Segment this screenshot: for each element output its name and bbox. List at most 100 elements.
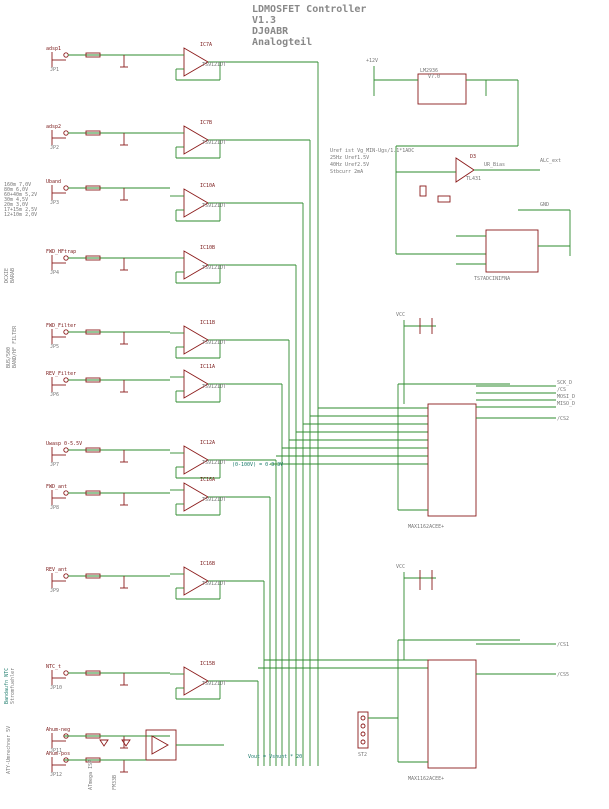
- connector-label: JP8: [50, 505, 59, 511]
- adc-lower: MAX1162ACEE+ /CS1 /CS5 VCC: [396, 564, 569, 782]
- connector-pin: [63, 255, 69, 261]
- opamp-part: TS912IDT: [202, 140, 226, 146]
- connector-pin: [63, 573, 69, 579]
- title-line-2: V1.3: [252, 15, 276, 26]
- opamp-label: IC16B: [200, 561, 215, 567]
- opamp-part: TS912IDT: [202, 62, 226, 68]
- opamp-label: IC7A: [200, 42, 212, 48]
- title-line-1: LDMOSFET Controller: [252, 4, 366, 15]
- voltage-note-3: 40Hz Uref2.5V: [330, 162, 369, 168]
- voltage-note-1: Uref ist Vg_MIN-Ugs/1.1*1ADC: [330, 148, 414, 154]
- connector-label: JP2: [50, 145, 59, 151]
- band-table-row: 12+10m 2,0V: [4, 212, 37, 218]
- adc-lower-part: MAX1162ACEE+: [408, 776, 444, 782]
- band-table: 160m 7,0V 80m 6,0V 60+40m 5,2V 30m 4,5V …: [4, 182, 37, 218]
- input-label: Ahum-neg: [46, 727, 70, 733]
- side-note-7: ATY-Umrechner 5V: [6, 726, 12, 774]
- side-note-2: BARAB: [10, 268, 16, 283]
- current-sense-stage: ATmega ISP FM33B: [64, 729, 224, 790]
- connector-pin: [63, 490, 69, 496]
- pin-label-miso: MISO_D: [557, 401, 575, 407]
- opamp-label: IC11B: [200, 320, 215, 326]
- opamp-stage: IC16B TS912IDT: [170, 561, 226, 600]
- side-note-4: BAND/HF FILTER: [12, 325, 18, 368]
- connector-label: JP4: [50, 270, 59, 276]
- connector-label: JP1: [50, 67, 59, 73]
- opamp-label: IC7B: [200, 120, 212, 126]
- input-label: NTC_t: [46, 664, 61, 670]
- input-label: Uband: [46, 179, 61, 185]
- band-table-row: 17+15m 2,5V: [4, 207, 37, 213]
- diode-label-1: ATmega ISP: [88, 760, 94, 790]
- input-label: Uwasp 0-5.5V: [46, 441, 82, 447]
- connector-label: JP3: [50, 200, 59, 206]
- side-note-1: DCXIE: [4, 268, 10, 283]
- connector-pin: [63, 670, 69, 676]
- opamp-label: IC11A: [200, 364, 215, 370]
- opamp-label: IC12A: [200, 440, 215, 446]
- band-table-row: 60+40m 5,2V: [4, 192, 37, 198]
- input-label: Ahum-pos: [46, 751, 70, 757]
- connector-label: JP5: [50, 344, 59, 350]
- regulator-label: V7.0: [428, 74, 440, 80]
- connector-pin: [63, 52, 69, 58]
- net-label-vout: Vout = Vshunt * 20: [248, 754, 302, 760]
- u2-part: TS7ADCINIFNA: [474, 276, 510, 282]
- adc-upper-part: MAX1162ACEE+: [408, 524, 444, 530]
- opamp-label: IC10B: [200, 245, 215, 251]
- connector-label: JP6: [50, 392, 59, 398]
- d3-part: TL431: [466, 176, 481, 182]
- pwm-label: UR_Bias: [484, 162, 505, 168]
- connector-label: JP9: [50, 588, 59, 594]
- input-label: adsp1: [46, 46, 61, 52]
- opamp-part: TS912IDT: [202, 340, 226, 346]
- input-label: adsp2: [46, 124, 61, 130]
- st2-connector: ST2: [357, 711, 398, 758]
- connector-pin: [63, 130, 69, 136]
- input-label: REV_ant: [46, 567, 67, 573]
- band-table-row: 160m 7,0V: [4, 182, 31, 188]
- st2-label: ST2: [358, 752, 367, 758]
- input-label: FWD_ant: [46, 484, 67, 490]
- connector-pin: [63, 447, 69, 453]
- opamp-part: TS912IDT: [202, 681, 226, 687]
- opamp-part: TS912IDT: [202, 581, 226, 587]
- opamp-stages: IC7ATS912IDTIC7BTS912IDTIC10ATS912IDTIC1…: [170, 42, 226, 700]
- connector-pin: [63, 329, 69, 335]
- pin-label-sck: SCK_D: [557, 380, 572, 386]
- diode-label-2: FM33B: [112, 775, 118, 790]
- regulator-part: LM2936: [420, 68, 438, 74]
- pwm-out: ALC_ext: [540, 158, 561, 164]
- title-line-4: Analogteil: [252, 36, 312, 48]
- u2-block: TS7ADCINIFNA: [456, 209, 571, 282]
- voltage-note-2: 25Hz Uref1.5V: [330, 155, 369, 161]
- pin-label-mosi: MOSI_D: [557, 394, 575, 400]
- d3-label: D3: [470, 154, 476, 160]
- opamp-part: TS912IDT: [202, 460, 226, 466]
- pin-label-cs5: /CS5: [557, 672, 569, 678]
- connector-label: JP10: [50, 685, 62, 691]
- title-line-3: DJ0ABR: [252, 26, 289, 37]
- pin-label-cs: /CS: [557, 387, 566, 393]
- opamp-label: IC16A: [200, 477, 215, 483]
- opamp-label: IC15B: [200, 661, 215, 667]
- opamp-stage: IC12A TS912IDT: [170, 440, 226, 479]
- vcc-label-upper: VCC: [396, 312, 405, 318]
- gnd-label: GND: [540, 202, 549, 208]
- side-note-6: Stromfuehler: [10, 668, 16, 704]
- vcc-label-lower: VCC: [396, 564, 405, 570]
- opamp-stage: IC11B TS912IDT: [170, 320, 226, 359]
- connector-pin: [63, 185, 69, 191]
